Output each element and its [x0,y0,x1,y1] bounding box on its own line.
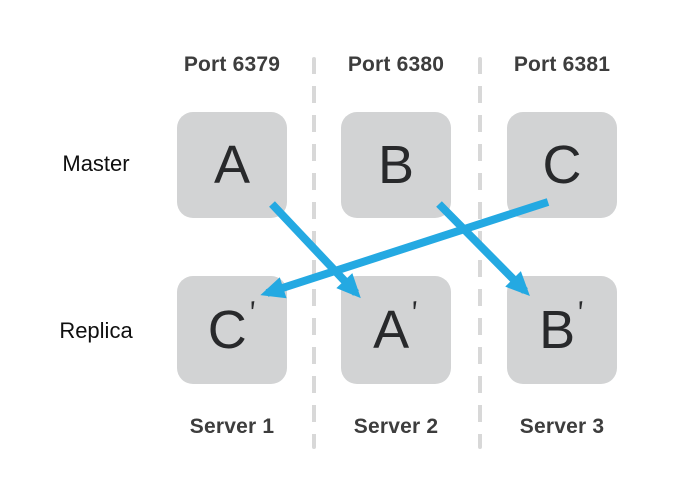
port-label-6381: Port 6381 [513,53,611,76]
prime-mark: ′ [410,295,422,330]
master-node-a: A [177,112,287,218]
port-label-6380: Port 6380 [347,53,445,76]
row-label-replica: Replica [59,318,133,343]
column-divider-2 [478,57,482,449]
replica-node-a-prime: A′ [341,276,451,384]
replica-node-a-letter: A [373,300,410,360]
prime-mark: ′ [248,295,259,330]
arrow-b-to-b-prime [436,201,530,296]
replica-node-b-prime: B′ [507,276,617,384]
server-label-3: Server 3 [519,415,605,438]
master-node-b: B [341,112,451,218]
port-label-6379: Port 6379 [183,53,281,76]
prime-mark: ′ [576,295,588,330]
master-node-c-letter: C [542,135,582,195]
master-node-c: C [507,112,617,218]
replica-node-c-prime: C′ [177,276,287,384]
replica-node-b-letter: B [539,300,576,360]
row-label-master: Master [62,151,130,176]
column-divider-1 [312,57,316,449]
master-node-b-letter: B [377,135,415,195]
replica-node-c-letter: C [207,300,247,360]
server-label-2: Server 2 [353,415,439,438]
server-label-1: Server 1 [189,415,275,438]
master-node-a-letter: A [213,135,251,195]
